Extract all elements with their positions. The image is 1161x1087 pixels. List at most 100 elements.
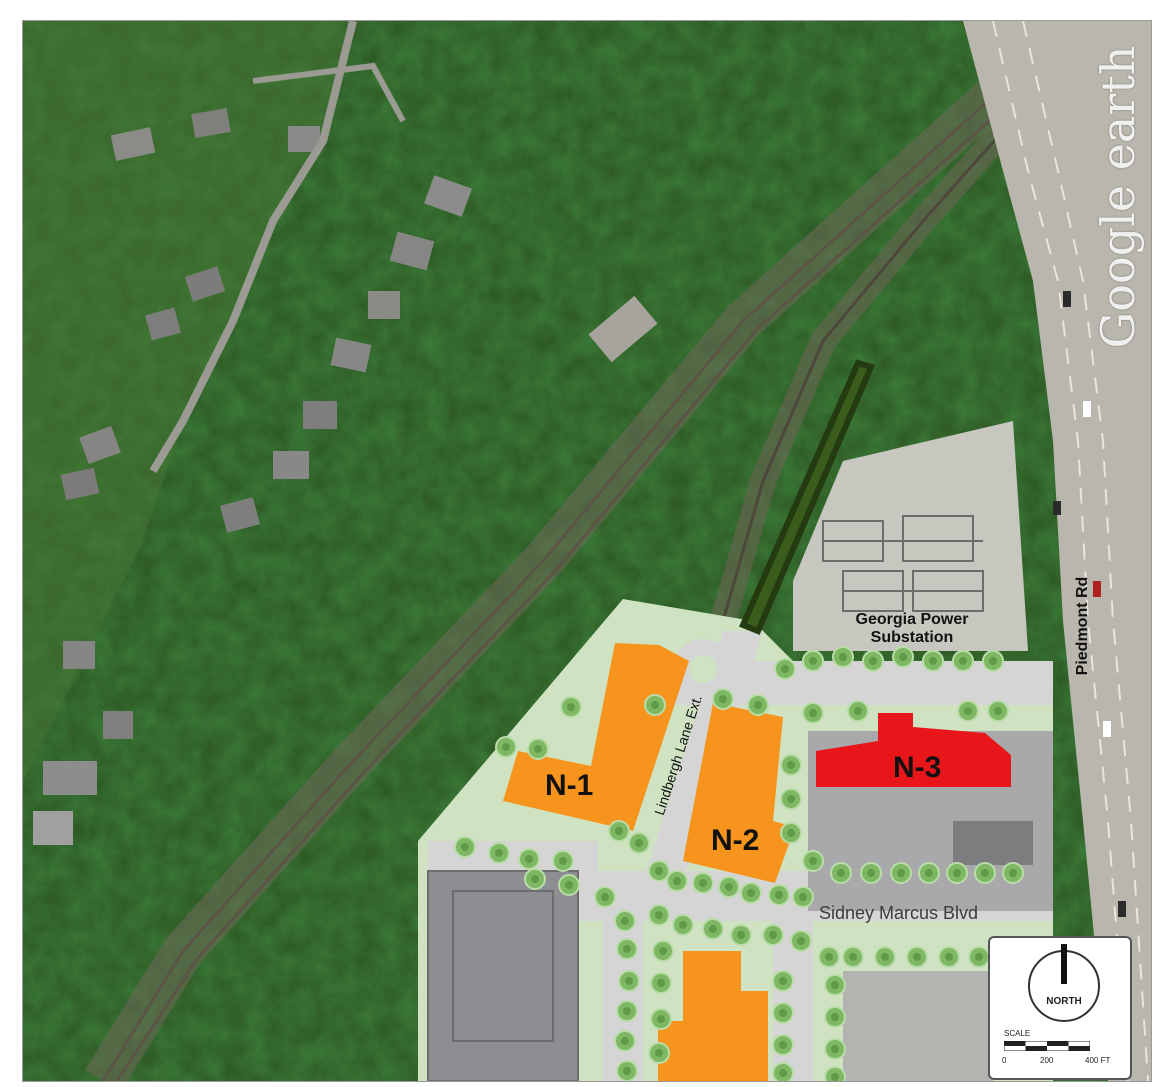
tree-center [657,979,665,987]
tree-center [779,1009,787,1017]
tree-center [975,953,983,961]
tree-center [655,911,663,919]
substation-label: Georgia Power Substation [827,611,997,647]
tree-center [837,869,845,877]
residential-neighborhood [23,21,472,845]
tree-center [567,703,575,711]
tree-center [1009,869,1017,877]
tree-center [913,953,921,961]
tree-center [779,1069,787,1077]
tree-center [559,857,567,865]
north-compass-icon: NORTH [1028,944,1100,1022]
parcel-n1 [503,643,689,831]
tree-center [775,891,783,899]
substation-label-line2: Substation [870,629,954,646]
railway-corridor [85,32,1093,1081]
tree-center [959,657,967,665]
tree-center [699,879,707,887]
tree-center [779,1041,787,1049]
tree-center [929,657,937,665]
google-earth-watermark: Google earth [1078,27,1151,357]
tree-center [809,709,817,717]
tree-center [867,869,875,877]
tree-center [673,877,681,885]
tree-center [964,707,972,715]
google-earth-text: Google earth [1091,45,1145,349]
north-arrow-legend: NORTH SCALE 0 200 400 FT [988,936,1132,1080]
tree-center [831,1073,839,1081]
tree-center [747,889,755,897]
tree-center [953,869,961,877]
tree-center [621,917,629,925]
tree-center [635,839,643,847]
tree-center [779,977,787,985]
tree-center [679,921,687,929]
tree-center [623,1007,631,1015]
tree-center [502,743,510,751]
parcel-lower [658,951,768,1081]
tree-center [621,1037,629,1045]
parcel-n1-label: N-1 [545,769,594,802]
tree-center [854,707,862,715]
tree-center [534,745,542,753]
piedmont-rd-label: Piedmont Rd [1074,576,1091,676]
tree-center [825,953,833,961]
scale-tick-0: 0 [1002,1056,1007,1065]
tree-center [899,653,907,661]
gray-building [427,870,579,1081]
tree-center [809,657,817,665]
tree-center [525,855,533,863]
tree-center [839,653,847,661]
tree-center [797,937,805,945]
tree-center [925,869,933,877]
tree-center [737,931,745,939]
tree-center [787,795,795,803]
tree-center [849,953,857,961]
tree-center [725,883,733,891]
tree-center [831,1013,839,1021]
tree-center [657,1015,665,1023]
parcel-n2-label: N-2 [711,824,760,857]
parcel-n3 [816,713,1011,787]
tree-center [461,843,469,851]
tree-center [531,875,539,883]
tree-center [659,947,667,955]
north-needle-icon [1061,944,1067,984]
tree-center [869,657,877,665]
tree-center [601,893,609,901]
tree-center [754,701,762,709]
tree-center [625,977,633,985]
tree-center [831,1045,839,1053]
georgia-power-substation [793,421,1028,651]
green-path-outline [739,359,876,635]
tree-center [655,867,663,875]
tree-center [787,829,795,837]
scale-tick-200: 200 [1040,1056,1054,1065]
substation-label-line1: Georgia Power [855,611,969,628]
tree-center [799,893,807,901]
tree-center [769,931,777,939]
tree-center [981,869,989,877]
site-trees [454,646,1024,1081]
scale-title: SCALE [1004,1029,1031,1038]
scale-tick-400: 400 FT [1085,1056,1111,1065]
sidney-marcus-label: Sidney Marcus Blvd [819,903,979,923]
tree-center [945,953,953,961]
tree-center [989,657,997,665]
scale-bar-icon [1004,1041,1090,1051]
parcel-n3-label: N-3 [893,751,942,784]
parcel-n2 [683,703,795,883]
aerial-map-canvas [23,21,1151,1081]
site-plan-map: Georgia Power Substation Piedmont Rd Lin… [22,20,1152,1082]
tree-center [787,761,795,769]
tree-center [495,849,503,857]
tree-center [809,857,817,865]
tree-center [651,701,659,709]
tree-center [623,1067,631,1075]
tree-center [719,695,727,703]
tree-center [897,869,905,877]
tree-center [623,945,631,953]
tree-center [994,707,1002,715]
tree-center [831,981,839,989]
piedmont-road [963,21,1151,1081]
